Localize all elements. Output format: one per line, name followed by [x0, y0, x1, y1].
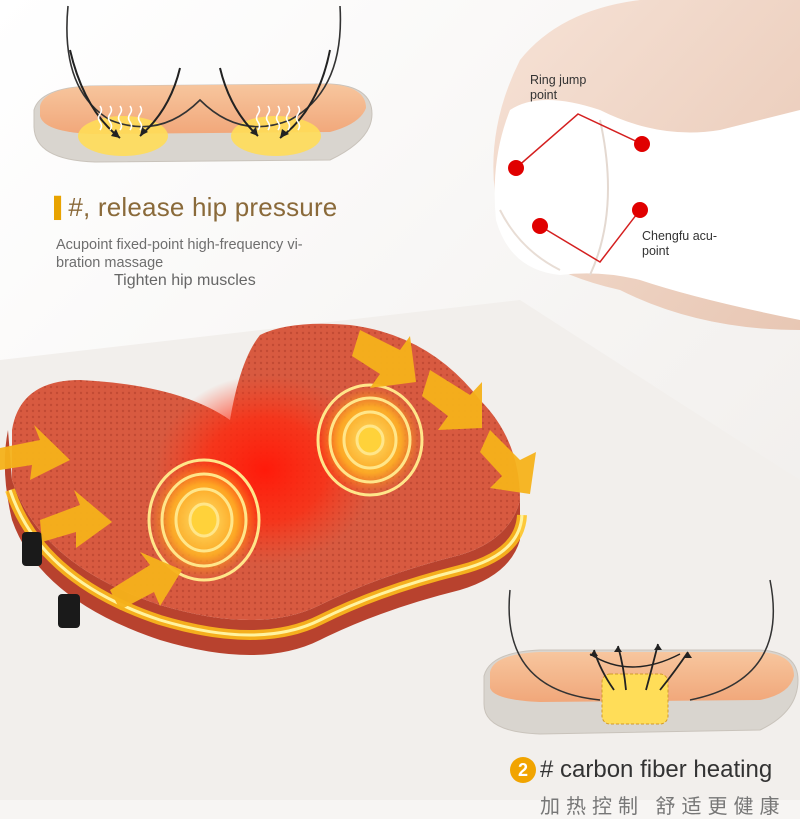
- section-1-subtext: Tighten hip muscles: [114, 272, 256, 289]
- main-cushion: [0, 323, 536, 655]
- section-1-headline-text: #, release hip pressure: [68, 192, 338, 222]
- hip-acupoint-photo: [493, 0, 800, 330]
- callout-ring-jump-point: Ring jump point: [530, 73, 587, 102]
- power-button: [22, 532, 42, 566]
- section-2-cut-off-text: 加热控制 舒适更健康: [540, 796, 786, 818]
- section-2-number-badge: 2: [510, 757, 536, 783]
- top-cross-section-diagram: [33, 5, 373, 163]
- section-2-heading: 2 # carbon fiber heating: [510, 756, 772, 784]
- section-2-headline: # carbon fiber heating: [540, 756, 773, 783]
- product-illustration: [0, 0, 800, 800]
- callout-chengfu-acupoint: Chengfu acu- point: [642, 229, 718, 258]
- section-1-marker: ▌: [54, 197, 69, 219]
- section-1-headline: ▌#, release hip pressure: [54, 192, 337, 223]
- mode-button: [58, 594, 80, 628]
- section-1-description: Acupoint fixed-point high-frequency vi- …: [56, 237, 303, 271]
- bottom-cross-section-diagram: [483, 579, 799, 735]
